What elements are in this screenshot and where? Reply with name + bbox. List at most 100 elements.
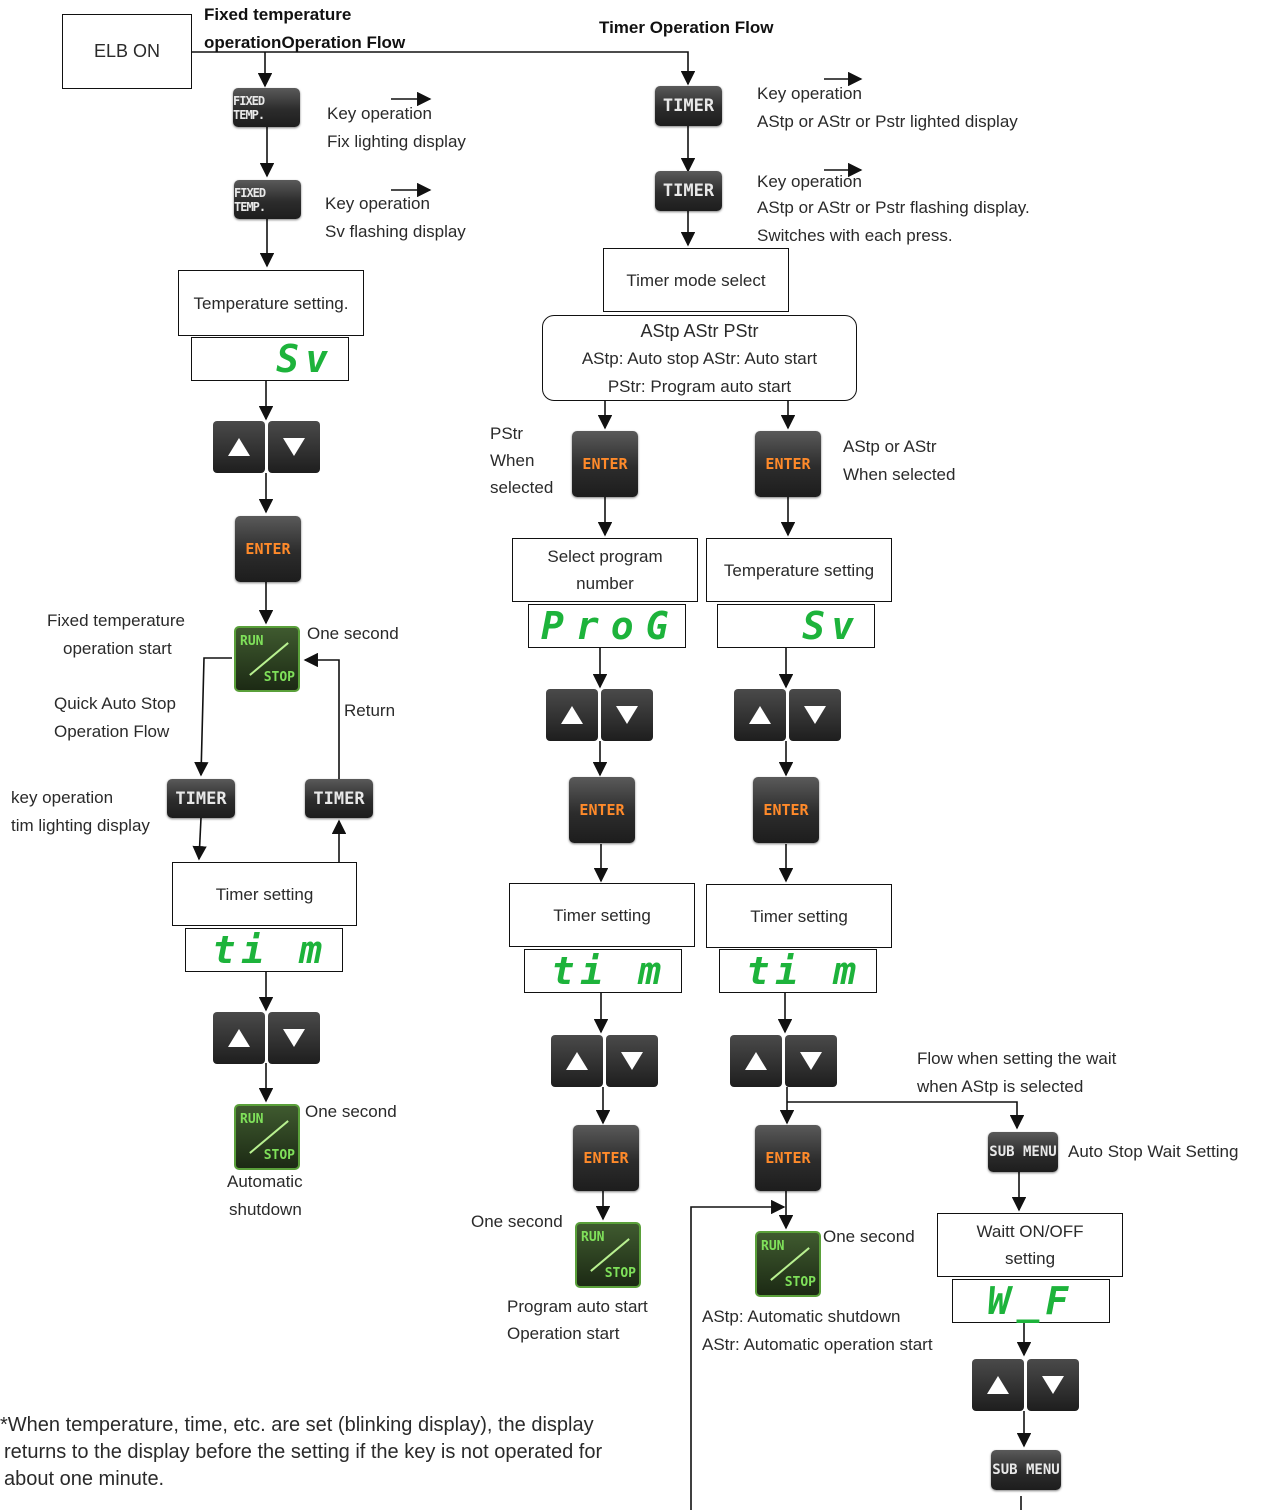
quick-flow-line1: Quick Auto Stop (54, 694, 176, 713)
timer-note2-line2: AStp or AStr or Pstr flashing display. (757, 198, 1030, 217)
stop-label: STOP (263, 670, 295, 685)
wait-display: W_F (952, 1279, 1110, 1323)
temperature-setting-box: Temperature setting. (178, 270, 364, 336)
run-stop-key[interactable]: RUN STOP (575, 1222, 641, 1288)
wait-onoff-line1: Waitt ON/OFF (976, 1222, 1084, 1241)
wait-onoff-line2: setting (1004, 1249, 1056, 1268)
down-key[interactable] (268, 1012, 320, 1064)
stop-label: STOP (263, 1148, 295, 1163)
footnote: *When temperature, time, etc. are set (b… (0, 1412, 602, 1493)
down-key[interactable] (601, 689, 653, 741)
wait-flow-line2: when AStp is selected (917, 1077, 1084, 1096)
timer-note2-line1: Key operation (757, 172, 862, 191)
down-key[interactable] (789, 689, 841, 741)
up-arrow-icon (228, 1029, 250, 1047)
run-stop-key[interactable]: RUN STOP (234, 1104, 300, 1170)
down-arrow-icon (616, 706, 638, 724)
timer-note1-line2: AStp or AStr or Pstr lighted display (757, 112, 1018, 131)
enter-key[interactable]: ENTER (573, 1125, 639, 1191)
sv-display: Sv (191, 337, 349, 381)
down-arrow-icon (804, 706, 826, 724)
enter-key[interactable]: ENTER (755, 1125, 821, 1191)
sub-menu-key[interactable]: SUB MENU (988, 1132, 1058, 1172)
footnote-line3: about one minute. (4, 1468, 165, 1490)
down-key[interactable] (268, 421, 320, 473)
timer-modes-box: AStp AStr PStr AStp: Auto stop AStr: Aut… (542, 315, 857, 401)
one-second-label: One second (305, 1102, 397, 1121)
auto-stop-wait-label: Auto Stop Wait Setting (1068, 1142, 1239, 1161)
timer-setting-box: Timer setting (172, 862, 357, 926)
fixed-temp-key[interactable]: FIXED TEMP. (234, 180, 301, 219)
footnote-line1: *When temperature, time, etc. are set (b… (0, 1414, 594, 1436)
fixed-note1-line1: Key operation (327, 104, 432, 123)
select-program-box: Select program number (512, 538, 698, 602)
up-key[interactable] (730, 1035, 782, 1087)
up-key[interactable] (972, 1359, 1024, 1411)
down-arrow-icon (1042, 1376, 1064, 1394)
wait-flow-line1: Flow when setting the wait (917, 1049, 1117, 1068)
run-stop-key[interactable]: RUN STOP (234, 626, 300, 692)
run-stop-key[interactable]: RUN STOP (755, 1231, 821, 1297)
tim-display: ti m (524, 949, 682, 993)
down-arrow-icon (283, 1029, 305, 1047)
up-key[interactable] (546, 689, 598, 741)
astp-label-line1: AStp or AStr (843, 437, 937, 456)
quick-flow-line2: Operation Flow (54, 722, 170, 741)
tim-display: ti m (719, 949, 877, 993)
down-key[interactable] (785, 1035, 837, 1087)
wait-onoff-box: Waitt ON/OFF setting (937, 1213, 1123, 1277)
prog-display: ProG (528, 604, 686, 648)
timer-flow-title: Timer Operation Flow (599, 18, 774, 37)
timer-key[interactable]: TIMER (167, 779, 235, 818)
one-second-label: One second (307, 624, 399, 643)
up-arrow-icon (745, 1052, 767, 1070)
down-key[interactable] (1027, 1359, 1079, 1411)
up-key[interactable] (213, 421, 265, 473)
enter-key[interactable]: ENTER (755, 431, 821, 497)
run-label: RUN (761, 1239, 785, 1254)
temperature-setting-box: Temperature setting (706, 538, 892, 602)
astp-label-line2: When selected (843, 465, 956, 484)
timer-key[interactable]: TIMER (655, 86, 722, 126)
up-key[interactable] (734, 689, 786, 741)
timer-key[interactable]: TIMER (305, 779, 373, 818)
timer-setting-box: Timer setting (706, 884, 892, 948)
down-key[interactable] (606, 1035, 658, 1087)
up-arrow-icon (749, 706, 771, 724)
one-second-label: One second (823, 1227, 915, 1246)
automatic-shutdown-line1: Automatic (227, 1172, 303, 1191)
up-arrow-icon (228, 438, 250, 456)
automatic-shutdown-line2: shutdown (229, 1200, 302, 1219)
astr-result-label: AStr: Automatic operation start (702, 1335, 933, 1354)
return-label: Return (344, 701, 396, 720)
up-arrow-icon (566, 1052, 588, 1070)
sub-menu-key[interactable]: SUB MENU (991, 1450, 1061, 1490)
down-arrow-icon (621, 1052, 643, 1070)
fixed-flow-title: Fixed temperature operationOperation Flo… (204, 5, 406, 52)
program-start-line2: Operation start (507, 1324, 620, 1343)
up-arrow-icon (561, 706, 583, 724)
run-label: RUN (240, 634, 264, 649)
timer-mode-select-box: Timer mode select (603, 248, 789, 312)
up-key[interactable] (213, 1012, 265, 1064)
fixed-note2-line1: Key operation (325, 194, 430, 213)
astp-result-label: AStp: Automatic shutdown (702, 1307, 901, 1326)
timer-key[interactable]: TIMER (655, 171, 722, 211)
select-program-line2: number (576, 574, 634, 593)
sv-display: Sv (717, 604, 875, 648)
key-op-line2: tim lighting display (11, 816, 150, 835)
up-key[interactable] (551, 1035, 603, 1087)
down-arrow-icon (800, 1052, 822, 1070)
down-arrow-icon (283, 438, 305, 456)
enter-key[interactable]: ENTER (235, 516, 301, 582)
pstr-label-line3: selected (490, 478, 554, 497)
timer-note2-line3: Switches with each press. (757, 226, 953, 245)
run-label: RUN (581, 1230, 605, 1245)
fixed-temp-key[interactable]: FIXED TEMP. (233, 88, 300, 127)
enter-key[interactable]: ENTER (569, 777, 635, 843)
stop-label: STOP (784, 1275, 816, 1290)
enter-key[interactable]: ENTER (572, 431, 638, 497)
fixed-note2-line2: Sv flashing display (325, 222, 466, 241)
enter-key[interactable]: ENTER (753, 777, 819, 843)
